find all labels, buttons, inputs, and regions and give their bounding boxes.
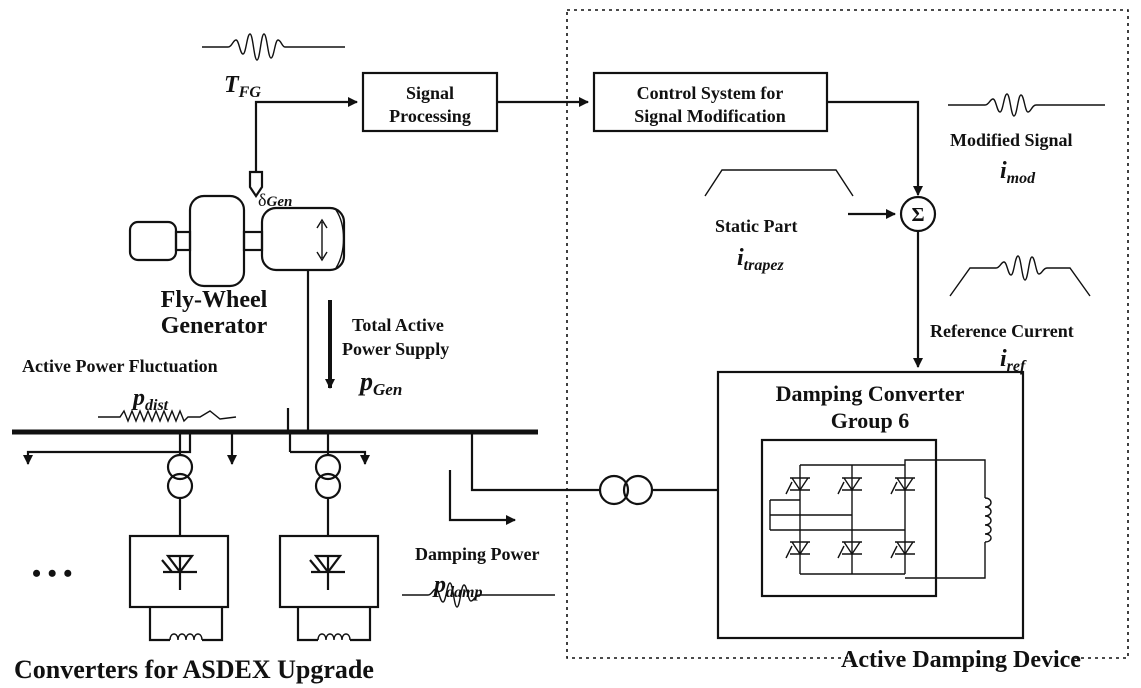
active-damping-device-label: Active Damping Device <box>841 647 1081 673</box>
rotation-arrow <box>316 218 328 262</box>
more-converters-ellipsis: • • • <box>32 559 72 588</box>
reference-current-symbol: iref <box>1000 346 1027 375</box>
damping-converter-block <box>716 370 1025 640</box>
coupling-left <box>174 230 192 252</box>
damping-transformer-a <box>598 474 630 506</box>
damping-power-label: Damping Power <box>415 544 540 564</box>
converter-1-thyristor <box>161 554 197 590</box>
converter-2-load <box>296 607 372 642</box>
feeder-1 <box>23 432 192 465</box>
fly-wheel <box>188 194 246 288</box>
transformer-1-coil-a <box>166 453 194 481</box>
fluctuation-label: Active Power Fluctuation <box>22 356 218 376</box>
thyristor-u3 <box>890 477 915 495</box>
trapezoid-signal <box>704 169 854 197</box>
damping-feed-line <box>470 432 600 492</box>
thyristor-l1 <box>785 541 810 559</box>
signal-line-2 <box>827 100 923 196</box>
feeder-3 <box>290 450 370 465</box>
thyristor-bridge-block <box>760 438 938 598</box>
reference-wave <box>949 255 1091 297</box>
generator-label-2: Generator <box>161 313 268 339</box>
fluctuation-wave <box>98 409 237 423</box>
sensor-probe <box>248 170 264 198</box>
fluctuation-symbol: pdist <box>131 385 169 414</box>
damping-power-wave <box>402 582 555 608</box>
rotor-angle-label: δGen <box>258 190 292 210</box>
control-system-label-2: Signal Modification <box>634 106 786 126</box>
active-damping-device-boundary <box>566 9 1129 659</box>
torque-wave <box>202 33 345 61</box>
summing-symbol: Σ <box>911 204 924 226</box>
torque-label: TFG <box>224 72 261 101</box>
transformer-1-coil-b <box>166 472 194 500</box>
converter-1-inductor <box>169 633 203 641</box>
signal-processing-label-1: Signal <box>406 83 454 103</box>
modified-signal-label: Modified Signal <box>950 130 1073 150</box>
reference-current-label: Reference Current <box>930 321 1074 341</box>
thyristor-u2 <box>837 477 862 495</box>
thyristor-u1 <box>785 477 810 495</box>
generator-body <box>260 206 346 272</box>
transformer-2-coil-a <box>314 453 342 481</box>
generator-curve <box>335 209 345 269</box>
modified-wave <box>948 93 1105 117</box>
coupling-right <box>242 230 264 252</box>
converter-1-load <box>148 607 224 642</box>
damping-converter-label-2: Group 6 <box>831 408 909 433</box>
damping-converter-label-1: Damping Converter <box>776 381 965 406</box>
total-power-label-1: Total Active <box>352 315 444 335</box>
modified-signal-symbol: imod <box>1000 158 1036 187</box>
thyristor-l3 <box>890 541 915 559</box>
bridge-rails <box>769 464 906 575</box>
converter-2-block <box>278 534 380 609</box>
signal-processing-label-2: Processing <box>389 106 471 126</box>
total-power-label-2: Power Supply <box>342 339 449 359</box>
sensor-line <box>254 97 358 172</box>
total-power-symbol: pGen <box>358 367 402 399</box>
transformer-2-coil-b <box>314 472 342 500</box>
static-part-label: Static Part <box>715 216 797 236</box>
static-part-symbol: itrapez <box>737 245 784 274</box>
converter-2-thyristor <box>309 554 345 590</box>
converters-asdex-label: Converters for ASDEX Upgrade <box>14 655 374 684</box>
generator-label-1: Fly-Wheel <box>161 287 268 313</box>
bridge-dc-out <box>904 459 986 579</box>
damping-power-symbol: pdamp <box>432 572 482 601</box>
thyristor-l2 <box>837 541 862 559</box>
motor-shaft-end <box>128 220 178 262</box>
bridge-inductor <box>984 497 992 543</box>
converter-1-block <box>128 534 230 609</box>
damping-power-arrow <box>448 470 516 525</box>
control-system-label-1: Control System for <box>637 83 784 103</box>
converter-2-inductor <box>317 633 351 641</box>
